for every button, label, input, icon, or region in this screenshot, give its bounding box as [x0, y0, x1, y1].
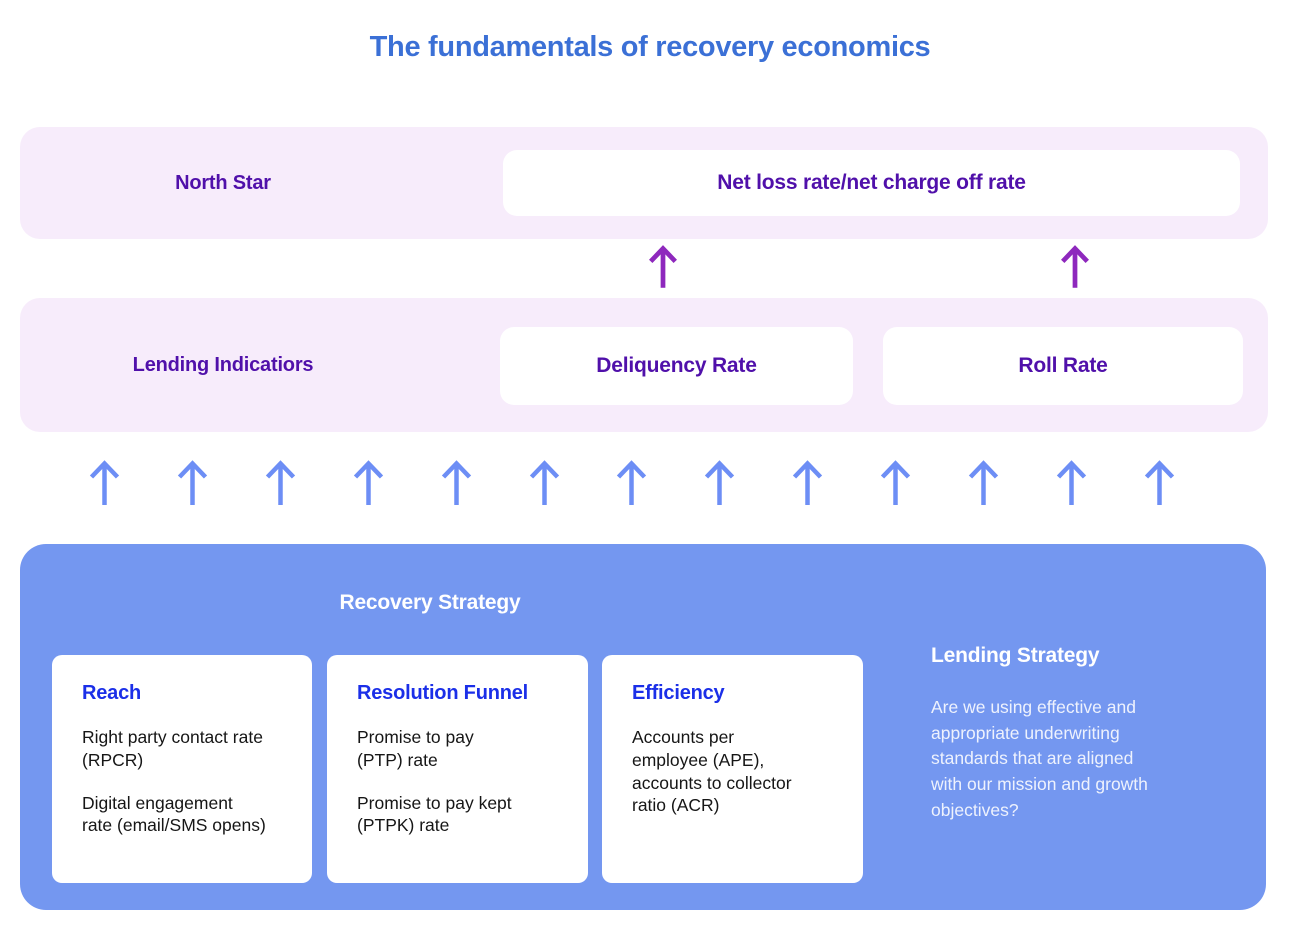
up-arrow-icon — [86, 458, 123, 508]
lending-strategy-body: Are we using effective and appropriate u… — [931, 697, 1148, 820]
net-loss-rate-card: Net loss rate/net charge off rate — [503, 150, 1240, 216]
roll-rate-card: Roll Rate — [883, 327, 1243, 405]
reach-card: Reach Right party contact rate (RPCR) Di… — [52, 655, 312, 883]
delinquency-rate-card: Deliquency Rate — [500, 327, 853, 405]
up-arrow-icon — [350, 458, 387, 508]
up-arrows-row — [86, 458, 1178, 510]
reach-item-digital-engagement: Digital engagement rate (email/SMS opens… — [82, 792, 266, 836]
up-arrow-icon — [526, 458, 563, 508]
efficiency-item-ape-acr: Accounts per employee (APE), accounts to… — [632, 727, 792, 816]
efficiency-heading: Efficiency — [632, 682, 725, 704]
page-title: The fundamentals of recovery economics — [369, 31, 931, 63]
lending-strategy-heading: Lending Strategy — [931, 644, 1100, 667]
resolution-funnel-heading: Resolution Funnel — [357, 682, 529, 704]
up-arrow-icon — [1141, 458, 1178, 508]
up-arrow-icon — [613, 458, 650, 508]
north-star-label: North Star — [175, 171, 271, 194]
up-arrow-icon — [789, 458, 826, 508]
recovery-strategy-box: Recovery Strategy Reach Right party cont… — [20, 544, 1266, 910]
roll-rate-label: Roll Rate — [1018, 354, 1108, 377]
net-loss-rate-label: Net loss rate/net charge off rate — [717, 171, 1026, 194]
resolution-item-ptpk: Promise to pay kept (PTPK) rate — [357, 792, 512, 836]
efficiency-card: Efficiency Accounts per employee (APE), … — [602, 655, 863, 883]
up-arrow-icon — [965, 458, 1002, 508]
up-arrow-icon — [646, 243, 680, 291]
up-arrow-icon — [262, 458, 299, 508]
resolution-funnel-card: Resolution Funnel Promise to pay (PTP) r… — [327, 655, 588, 883]
north-star-band: North Star Net loss rate/net charge off … — [20, 127, 1268, 239]
recovery-strategy-title: Recovery Strategy — [339, 591, 521, 614]
up-arrow-icon — [174, 458, 211, 508]
lending-strategy-block: Lending Strategy Are we using effective … — [931, 644, 1211, 824]
up-arrow-icon — [701, 458, 738, 508]
up-arrow-icon — [438, 458, 475, 508]
reach-heading: Reach — [82, 682, 142, 704]
resolution-item-ptp: Promise to pay (PTP) rate — [357, 727, 474, 770]
up-arrow-icon — [877, 458, 914, 508]
up-arrow-icon — [1053, 458, 1090, 508]
lending-indicators-band: Lending Indicatiors Deliquency Rate Roll… — [20, 298, 1268, 432]
reach-item-rpcr: Right party contact rate (RPCR) — [82, 727, 263, 770]
up-arrow-icon — [1058, 243, 1092, 291]
delinquency-rate-label: Deliquency Rate — [596, 354, 757, 377]
lending-indicators-label: Lending Indicatiors — [132, 353, 314, 376]
